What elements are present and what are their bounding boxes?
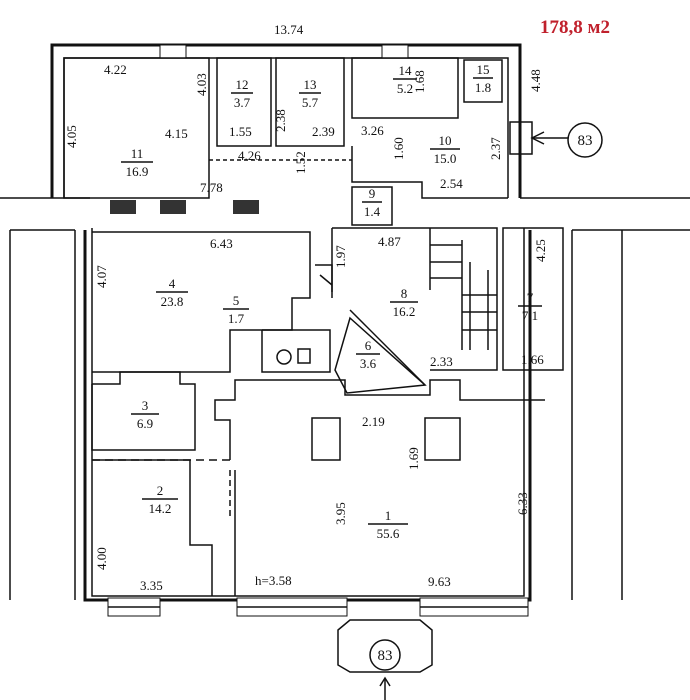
room-11: 11 16.9 [121,146,153,179]
dimension-label: 4.05 [64,125,79,148]
room-13: 135.7 [299,77,321,110]
room-area: 1.7 [228,311,245,326]
room-area: 16.2 [393,304,416,319]
room-15: 151.8 [473,62,493,95]
dimension-label: 4.25 [533,239,548,262]
room-12: 123.7 [231,77,253,110]
entrance-number-right: 83 [578,133,593,149]
room-number: 1 [385,508,392,523]
dimension-label: 3.26 [361,123,384,138]
room-number: 5 [233,293,240,308]
room-7: 77.1 [518,290,542,323]
dimension-label: 4.03 [194,73,209,96]
dimension-label: 2.19 [362,414,385,429]
dimension-label: 4.22 [104,62,127,77]
lower-rooms [91,227,564,596]
dimension-label: 9.63 [428,574,451,589]
room-number: 6 [365,338,372,353]
dimension-label: 13.74 [274,22,304,37]
dimension-label: 6.33 [515,492,530,515]
room-number: 2 [157,483,164,498]
dimension-label: 3.35 [140,578,163,593]
room-3: 36.9 [131,398,159,431]
dimension-label: 1.97 [333,245,348,268]
dimension-label: 7.78 [200,180,223,195]
dimension-label: 4.07 [94,265,109,288]
dimension-label: 2.39 [312,124,335,139]
room-2: 214.2 [142,483,178,516]
room-number: 15 [477,62,490,77]
room-area: 16.9 [126,164,149,179]
dimension-label: 1.66 [521,352,544,367]
room-area: 7.1 [522,308,538,323]
dimension-label: 2.54 [440,176,463,191]
room-area: 5.7 [302,95,319,110]
room-5: 51.7 [223,293,249,326]
dimension-label: 4.48 [528,69,543,92]
entrance-number-bottom: 83 [378,648,393,664]
room-1: 155.6 [368,508,408,541]
dimension-label: 2.33 [430,354,453,369]
dimension-label: 1.60 [391,137,406,160]
room-area: 55.6 [377,526,400,541]
entrance-badge-right [567,122,603,158]
entrance-right: 83 [530,122,603,158]
dimension-label: 2.38 [273,109,288,132]
ceiling-height-label: h=3.58 [255,573,292,588]
room-number: 3 [142,398,149,413]
dimension-label: 2.37 [488,137,503,160]
dimension-label: 3.95 [333,502,348,525]
room-number: 12 [236,77,249,92]
room-9: 91.4 [362,186,382,219]
dimension-label: 6.43 [210,236,233,251]
room-number: 10 [439,133,452,148]
room-number: 13 [304,77,317,92]
room-6: 63.6 [356,338,380,371]
dimension-label: 1.52 [293,151,308,174]
room-area: 1.8 [475,80,491,95]
upper-rooms [63,57,533,226]
dimension-label: 1.69 [406,447,421,470]
staircase [429,228,497,350]
total-area-label: 178,8 м2 [540,17,610,38]
room-number: 4 [169,276,176,291]
room-4: 423.8 [156,276,188,309]
room-area: 15.0 [434,151,457,166]
room-number: 8 [401,286,408,301]
room-14: 145.2 [393,63,417,96]
room-10: 10 15.0 [430,133,460,166]
dimension-label: 1.68 [412,70,427,93]
room-number: 9 [369,186,376,201]
room-area: 5.2 [397,81,413,96]
entrance-bottom: 83 [337,619,433,700]
room-area: 14.2 [149,501,172,516]
room-area: 6.9 [137,416,153,431]
dimension-label: 4.15 [165,126,188,141]
dimension-label: 4.87 [378,234,401,249]
dimension-label: 1.55 [229,124,252,139]
room-number: 11 [131,146,144,161]
room-area: 3.6 [360,356,377,371]
dimension-label: 4.26 [238,148,261,163]
room-area: 1.4 [364,204,381,219]
room-8: 816.2 [390,286,418,319]
entrance-badge-bottom [369,639,401,671]
dimension-label: 4.00 [94,547,109,570]
room-number: 14 [399,63,413,78]
room-area: 3.7 [234,95,251,110]
room-number: 7 [527,290,534,305]
room-area: 23.8 [161,294,184,309]
